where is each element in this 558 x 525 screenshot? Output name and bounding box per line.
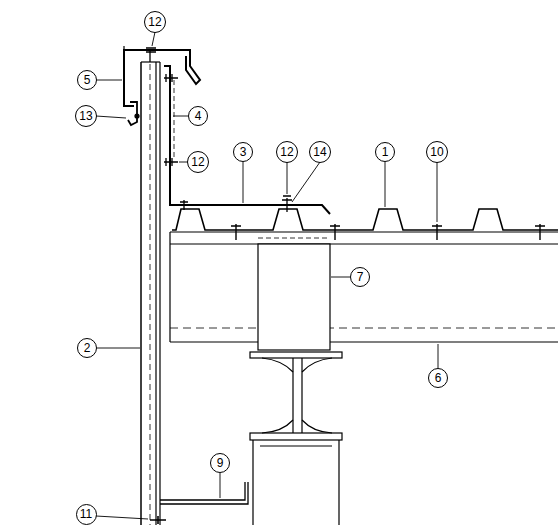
callout-number: 7 [350, 267, 370, 287]
callout-number: 14 [309, 141, 331, 163]
callout-number: 10 [426, 141, 448, 163]
callout-text: 2 [84, 342, 91, 354]
callout-text: 13 [79, 110, 92, 122]
callout-number: 2 [77, 338, 97, 358]
callout-number: 12 [276, 141, 298, 163]
callout-text: 9 [217, 457, 224, 469]
callout-number: 3 [233, 142, 253, 162]
callout-number: 9 [210, 453, 230, 473]
callout-text: 6 [435, 372, 442, 384]
callout-number: 12 [144, 11, 166, 33]
callout-text: 1 [382, 146, 389, 158]
callout-number: 13 [75, 105, 97, 127]
callout-text: 12 [148, 16, 161, 28]
callout-number: 1 [375, 142, 395, 162]
callout-number: 6 [428, 368, 448, 388]
callout-text: 12 [280, 146, 293, 158]
callout-text: 10 [430, 146, 443, 158]
callout-text: 5 [84, 74, 91, 86]
callout-text: 11 [80, 508, 92, 520]
callout-text: 12 [191, 156, 204, 168]
callout-number: 11 [76, 504, 97, 525]
callout-number: 12 [187, 151, 209, 173]
callout-text: 4 [195, 110, 202, 122]
callout-text: 3 [240, 146, 247, 158]
callout-text: 7 [357, 271, 364, 283]
callout-text: 14 [313, 146, 326, 158]
callout-number: 4 [188, 106, 208, 126]
callout-number: 5 [77, 70, 97, 90]
